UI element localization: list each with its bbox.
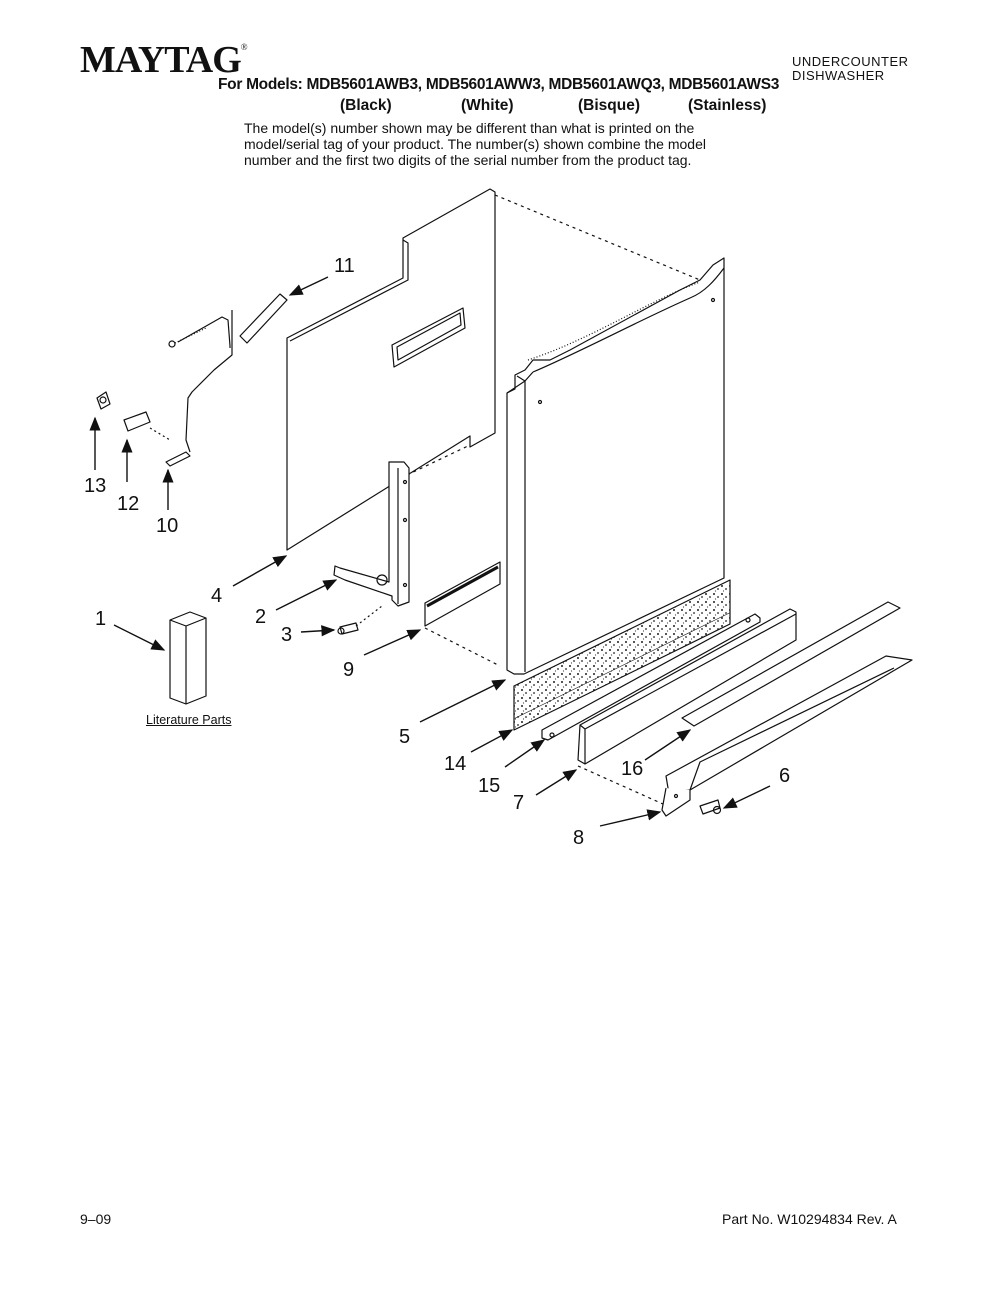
callout-arrow-4 xyxy=(232,555,288,587)
literature-parts-label: Literature Parts xyxy=(146,713,232,727)
fitting xyxy=(96,391,111,410)
maytag-logo: MAYTAG® xyxy=(80,39,248,81)
guide-line xyxy=(424,627,501,667)
category-line-2: DISHWASHER xyxy=(792,68,885,83)
part-number: Part No. W10294834 Rev. A xyxy=(722,1211,897,1227)
finish-black: (Black) xyxy=(340,97,392,114)
toe-panel xyxy=(577,608,797,765)
flat-plate xyxy=(681,601,901,727)
models-line: For Models: MDB5601AWB3, MDB5601AWW3, MD… xyxy=(218,76,780,93)
callout-arrow-3 xyxy=(300,625,336,637)
callout-arrow-7 xyxy=(535,769,578,796)
callout-arrow-2 xyxy=(275,579,338,611)
callout-arrow-9 xyxy=(363,629,422,656)
callout-11: 11 xyxy=(334,255,355,277)
foam-insulation xyxy=(513,579,731,731)
callout-3: 3 xyxy=(281,624,292,646)
callout-1: 1 xyxy=(95,608,106,630)
finish-bisque: (Bisque) xyxy=(578,97,640,114)
literature-parts xyxy=(169,611,207,705)
callout-5: 5 xyxy=(399,726,410,748)
guide-line xyxy=(149,427,171,441)
revision-date: 9–09 xyxy=(80,1211,112,1227)
guide-line xyxy=(406,444,471,476)
callout-arrow-5 xyxy=(419,679,507,723)
finish-white: (White) xyxy=(461,97,514,114)
callout-15: 15 xyxy=(478,775,500,797)
callout-arrow-1 xyxy=(113,624,166,651)
callout-10: 10 xyxy=(156,515,178,537)
category-line-1: UNDERCOUNTER xyxy=(792,54,909,69)
note-line-3: number and the first two digits of the s… xyxy=(244,152,692,168)
guide-line xyxy=(494,194,701,281)
finish-stainless: (Stainless) xyxy=(688,97,767,114)
callout-arrow-6 xyxy=(722,785,771,809)
callout-4: 4 xyxy=(211,585,222,607)
bracket xyxy=(333,461,410,607)
callout-arrow-11 xyxy=(288,276,329,296)
callout-6: 6 xyxy=(779,765,790,787)
callout-arrow-8 xyxy=(599,809,662,827)
callout-2: 2 xyxy=(255,606,266,628)
callout-8: 8 xyxy=(573,827,584,849)
insulation-strip xyxy=(424,561,501,627)
side-panel xyxy=(506,257,725,675)
trim-strip xyxy=(541,613,761,741)
callout-16: 16 xyxy=(621,758,643,780)
callout-7: 7 xyxy=(513,792,524,814)
note-line-2: model/serial tag of your product. The nu… xyxy=(244,136,706,152)
cord-harness xyxy=(165,310,233,467)
plug xyxy=(123,411,151,432)
callout-arrow-16 xyxy=(644,729,692,761)
kickplate xyxy=(661,655,913,817)
note-line-1: The model(s) number shown may be differe… xyxy=(244,120,695,136)
screw xyxy=(337,605,383,635)
product-category: UNDERCOUNTER DISHWASHER xyxy=(792,55,909,83)
callout-12: 12 xyxy=(117,493,139,515)
callout-arrow-14 xyxy=(470,729,514,753)
callout-arrow-15 xyxy=(504,739,546,768)
callout-9: 9 xyxy=(343,659,354,681)
callout-14: 14 xyxy=(444,753,466,775)
callout-13: 13 xyxy=(84,475,106,497)
spacer xyxy=(239,293,288,344)
rear-panel xyxy=(286,188,496,551)
guide-line xyxy=(577,765,664,805)
kickplate-screw xyxy=(699,799,722,815)
model-number-note: The model(s) number shown may be differe… xyxy=(244,120,764,168)
